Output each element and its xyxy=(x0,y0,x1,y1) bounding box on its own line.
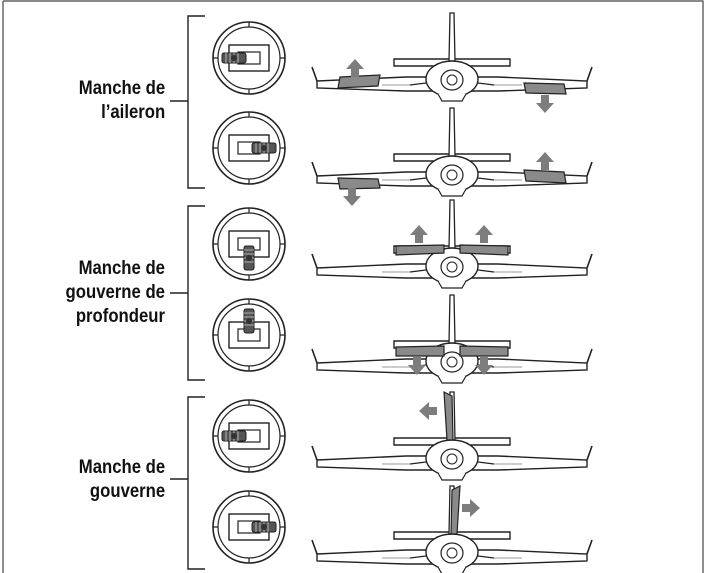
arrow-icon-left-1 xyxy=(419,402,437,420)
arrow-icon-down-2 xyxy=(343,188,361,206)
label-elevator-stick: Manche de gouverne de profondeur xyxy=(65,258,165,327)
arrow-icon-up-3 xyxy=(410,225,428,243)
airplane-icon-rud-left xyxy=(311,390,593,481)
arrow-icon-down-1 xyxy=(536,95,554,113)
arrow-icon-up-2 xyxy=(536,152,554,170)
airplane-icon-ail-right xyxy=(311,107,593,197)
airplane-icon-ail-left xyxy=(311,12,593,102)
transmitter-stick-icon-rud-right xyxy=(212,490,286,564)
airplane-icon-elev-down xyxy=(311,294,593,384)
transmitter-stick-icon-ail-right xyxy=(212,111,286,185)
airplane-icon-rud-right xyxy=(311,484,593,573)
arrow-icon-up-1 xyxy=(346,59,364,77)
airplane-icon-elev-up xyxy=(311,199,593,289)
label-aileron-stick: Manche de l’aileron xyxy=(78,78,165,123)
transmitter-stick-icon-elev-down xyxy=(212,207,286,281)
bracket-elevator xyxy=(170,205,205,381)
bracket-rudder xyxy=(170,396,205,570)
label-rudder-stick: Manche de gouverne xyxy=(78,457,165,502)
transmitter-stick-icon-rud-left xyxy=(212,399,286,473)
arrow-icon-right-1 xyxy=(462,499,480,517)
bracket-aileron xyxy=(170,15,205,189)
transmitter-stick-icon-ail-left xyxy=(212,21,286,95)
arrow-icon-up-4 xyxy=(475,225,493,243)
transmitter-stick-icon-elev-up xyxy=(212,298,286,372)
